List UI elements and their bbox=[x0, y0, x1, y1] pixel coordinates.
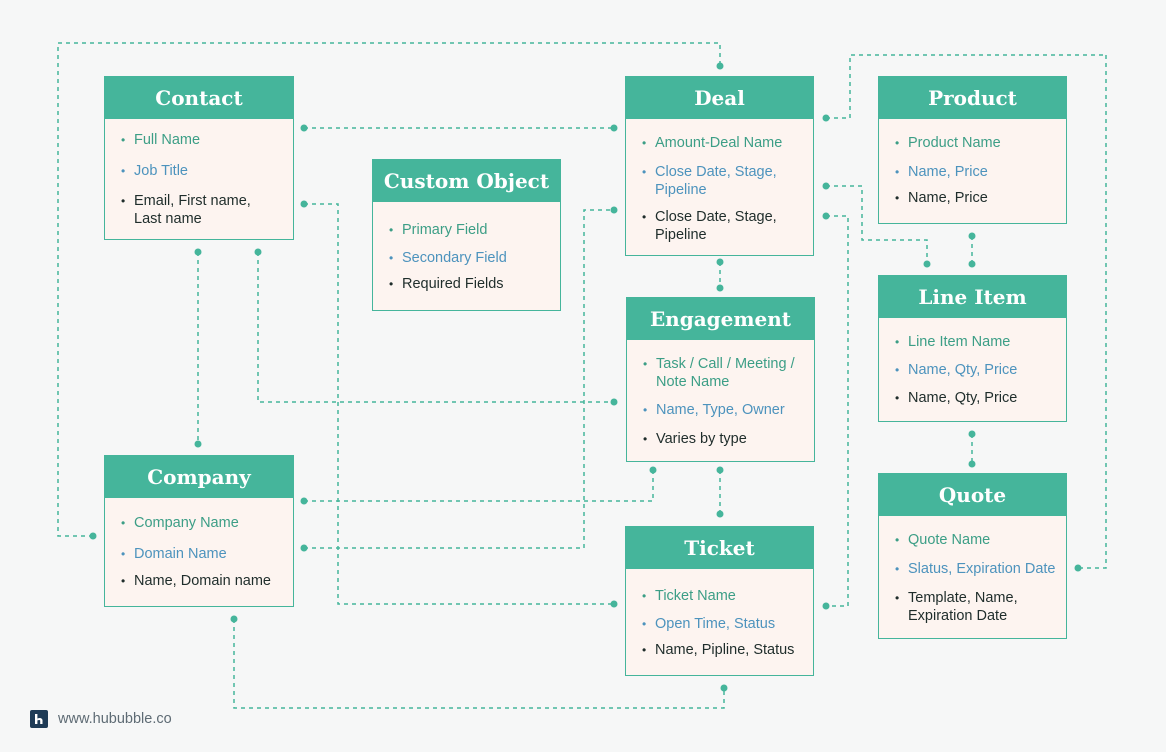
ticket-secondary-field: •Open Time, Status bbox=[642, 616, 776, 632]
deal-required-fields: •Close Date, Stage, Pipeline bbox=[642, 209, 777, 243]
product-secondary-field: •Name, Price bbox=[895, 164, 988, 180]
engagement-title: Engagement bbox=[627, 298, 814, 340]
product-required-fields: •Name, Price bbox=[895, 190, 988, 206]
quote-primary-field: •Quote Name bbox=[895, 532, 991, 548]
custom-object-card[interactable]: Custom Object •Primary Field •Secondary … bbox=[372, 159, 561, 311]
connector-contact-engagement bbox=[257, 252, 614, 403]
quote-title: Quote bbox=[879, 474, 1066, 516]
line-item-card[interactable]: Line Item •Line Item Name •Name, Qty, Pr… bbox=[878, 275, 1067, 422]
hububble-logo-icon bbox=[30, 710, 48, 728]
contact-card[interactable]: Contact •Full Name •Job Title •Email, Fi… bbox=[104, 76, 294, 240]
line-item-primary-field: •Line Item Name bbox=[895, 334, 1011, 350]
connector-quote-deal bbox=[1078, 55, 1107, 569]
ticket-required-fields: •Name, Pipline, Status bbox=[642, 642, 795, 658]
company-required-fields: •Name, Domain name bbox=[121, 573, 271, 589]
ticket-title: Ticket bbox=[626, 527, 813, 569]
connector-deal-ticket bbox=[826, 215, 849, 607]
company-title: Company bbox=[105, 456, 293, 498]
ticket-primary-field: •Ticket Name bbox=[642, 588, 736, 604]
deal-card[interactable]: Deal •Amount-Deal Name •Close Date, Stag… bbox=[625, 76, 814, 256]
quote-secondary-field: •Slatus, Expiration Date bbox=[895, 561, 1056, 577]
deal-primary-field: •Amount-Deal Name bbox=[642, 135, 783, 151]
engagement-card[interactable]: Engagement •Task / Call / Meeting / Note… bbox=[626, 297, 815, 462]
quote-required-fields: •Template, Name, Expiration Date bbox=[895, 590, 1018, 624]
engagement-secondary-field: •Name, Type, Owner bbox=[643, 402, 785, 418]
custom-object-primary-field: •Primary Field bbox=[389, 222, 488, 238]
custom-object-title: Custom Object bbox=[373, 160, 560, 202]
deal-title: Deal bbox=[626, 77, 813, 119]
product-title: Product bbox=[879, 77, 1066, 119]
contact-secondary-field: •Job Title bbox=[121, 163, 188, 179]
connector-deal-product bbox=[826, 54, 1106, 119]
company-secondary-field: •Domain Name bbox=[121, 546, 227, 562]
contact-primary-field: •Full Name bbox=[121, 132, 201, 148]
product-card[interactable]: Product •Product Name •Name, Price •Name… bbox=[878, 76, 1067, 224]
custom-object-secondary-field: •Secondary Field bbox=[389, 250, 507, 266]
ticket-card[interactable]: Ticket •Ticket Name •Open Time, Status •… bbox=[625, 526, 814, 676]
company-primary-field: •Company Name bbox=[121, 515, 239, 531]
quote-card[interactable]: Quote •Quote Name •Slatus, Expiration Da… bbox=[878, 473, 1067, 639]
line-item-secondary-field: •Name, Qty, Price bbox=[895, 362, 1018, 378]
connector-contact-ticket bbox=[304, 203, 614, 605]
engagement-required-fields: •Varies by type bbox=[643, 431, 747, 447]
custom-object-required-fields: •Required Fields bbox=[389, 276, 504, 292]
line-item-required-fields: •Name, Qty, Price bbox=[895, 390, 1018, 406]
footer-url[interactable]: www.hububble.co bbox=[58, 711, 172, 727]
connector-deal-lineitem bbox=[826, 185, 928, 264]
contact-required-fields: •Email, First name, Last name bbox=[121, 193, 251, 227]
connector-company-deal bbox=[57, 42, 721, 537]
contact-title: Contact bbox=[105, 77, 293, 119]
line-item-title: Line Item bbox=[879, 276, 1066, 318]
deal-secondary-field: •Close Date, Stage, Pipeline bbox=[642, 164, 777, 198]
connector-company-deal-2 bbox=[304, 209, 614, 549]
footer: www.hububble.co bbox=[30, 710, 172, 728]
product-primary-field: •Product Name bbox=[895, 135, 1001, 151]
company-card[interactable]: Company •Company Name •Domain Name •Name… bbox=[104, 455, 294, 607]
engagement-primary-field: •Task / Call / Meeting / Note Name bbox=[643, 356, 795, 390]
connector-company-engagement bbox=[304, 470, 654, 502]
